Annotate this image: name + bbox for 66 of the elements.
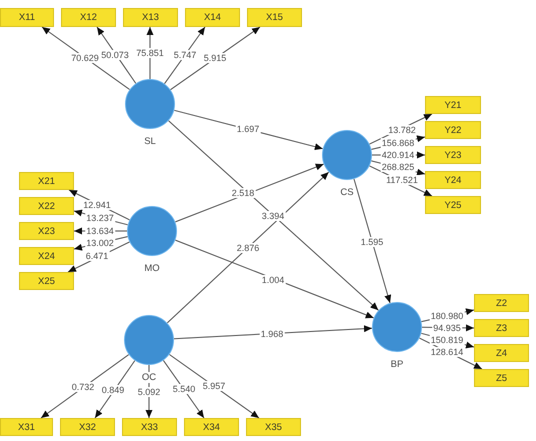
indicator-box: X11	[0, 8, 54, 27]
edge-label: 128.614	[430, 347, 464, 357]
edge-label: 5.747	[172, 50, 198, 60]
edge-label: 1.004	[260, 275, 286, 285]
edge-label: 420.914	[380, 150, 416, 160]
indicator-box: X12	[61, 8, 116, 27]
indicator-box: Y24	[425, 171, 481, 189]
edge-label: 1.595	[360, 237, 384, 247]
edge-label: 6.471	[84, 251, 110, 261]
edge-label: 12.941	[82, 200, 112, 210]
indicator-box: X35	[246, 418, 301, 436]
indicator-box: Z5	[474, 369, 529, 387]
indicator-box: X25	[19, 272, 74, 290]
indicator-box: Z2	[474, 294, 529, 312]
indicator-box: Y21	[425, 96, 481, 114]
indicator-box: Y25	[425, 196, 481, 214]
edge-label: 2.518	[230, 188, 256, 198]
construct-label: OC	[140, 372, 158, 383]
indicator-box: X15	[247, 8, 302, 27]
arrow	[94, 360, 136, 418]
edge-label: 13.237	[85, 213, 115, 223]
arrow	[174, 164, 324, 222]
edge-label: 117.521	[385, 175, 419, 185]
indicator-box: X22	[19, 197, 74, 215]
edge-label: 75.851	[135, 48, 165, 58]
edge-label: 5.957	[202, 381, 226, 391]
edge-label: 180.980	[430, 311, 464, 321]
indicator-box: Z3	[474, 319, 529, 337]
indicator-box: X32	[60, 418, 115, 436]
edge-label: 3.394	[260, 211, 286, 221]
edge-label: 5.915	[202, 53, 228, 63]
edge-label: 156.868	[380, 138, 416, 148]
indicator-box: Y22	[425, 121, 481, 139]
indicator-box: X14	[185, 8, 240, 27]
arrow	[168, 120, 379, 311]
edge-label: 0.849	[100, 385, 126, 395]
construct-label: CS	[339, 187, 355, 198]
indicator-box: X23	[19, 222, 74, 240]
construct-label: SL	[143, 136, 157, 147]
indicator-box: X21	[19, 172, 74, 190]
edge-label: 70.629	[70, 53, 100, 63]
edge-label: 13.002	[85, 238, 115, 248]
indicator-box: X13	[123, 8, 178, 27]
construct-label: MO	[143, 263, 161, 274]
edge-label: 5.092	[136, 387, 162, 397]
indicator-box: X24	[19, 247, 74, 265]
edge-label: 2.876	[236, 243, 260, 253]
edge-label: 50.073	[100, 50, 130, 60]
arrow	[166, 172, 330, 324]
indicator-box: X34	[184, 418, 239, 436]
indicator-box: Y23	[425, 146, 481, 164]
construct-label: BP	[390, 359, 404, 370]
edge-label: 13.634	[85, 226, 115, 236]
arrow	[174, 240, 374, 318]
edge-label: 13.782	[387, 125, 417, 135]
edge-label: 0.732	[70, 382, 96, 392]
edge-label: 1.968	[260, 329, 284, 339]
indicator-box: Z4	[474, 344, 529, 362]
edge-label: 5.540	[172, 384, 196, 394]
edge-label: 150.819	[430, 335, 464, 345]
edge-label: 1.697	[236, 124, 260, 134]
edge-label: 94.935	[432, 323, 462, 333]
edge-label: 268.825	[380, 162, 416, 172]
indicator-box: X33	[122, 418, 177, 436]
indicator-box: X31	[0, 418, 53, 436]
arrow	[354, 178, 392, 304]
